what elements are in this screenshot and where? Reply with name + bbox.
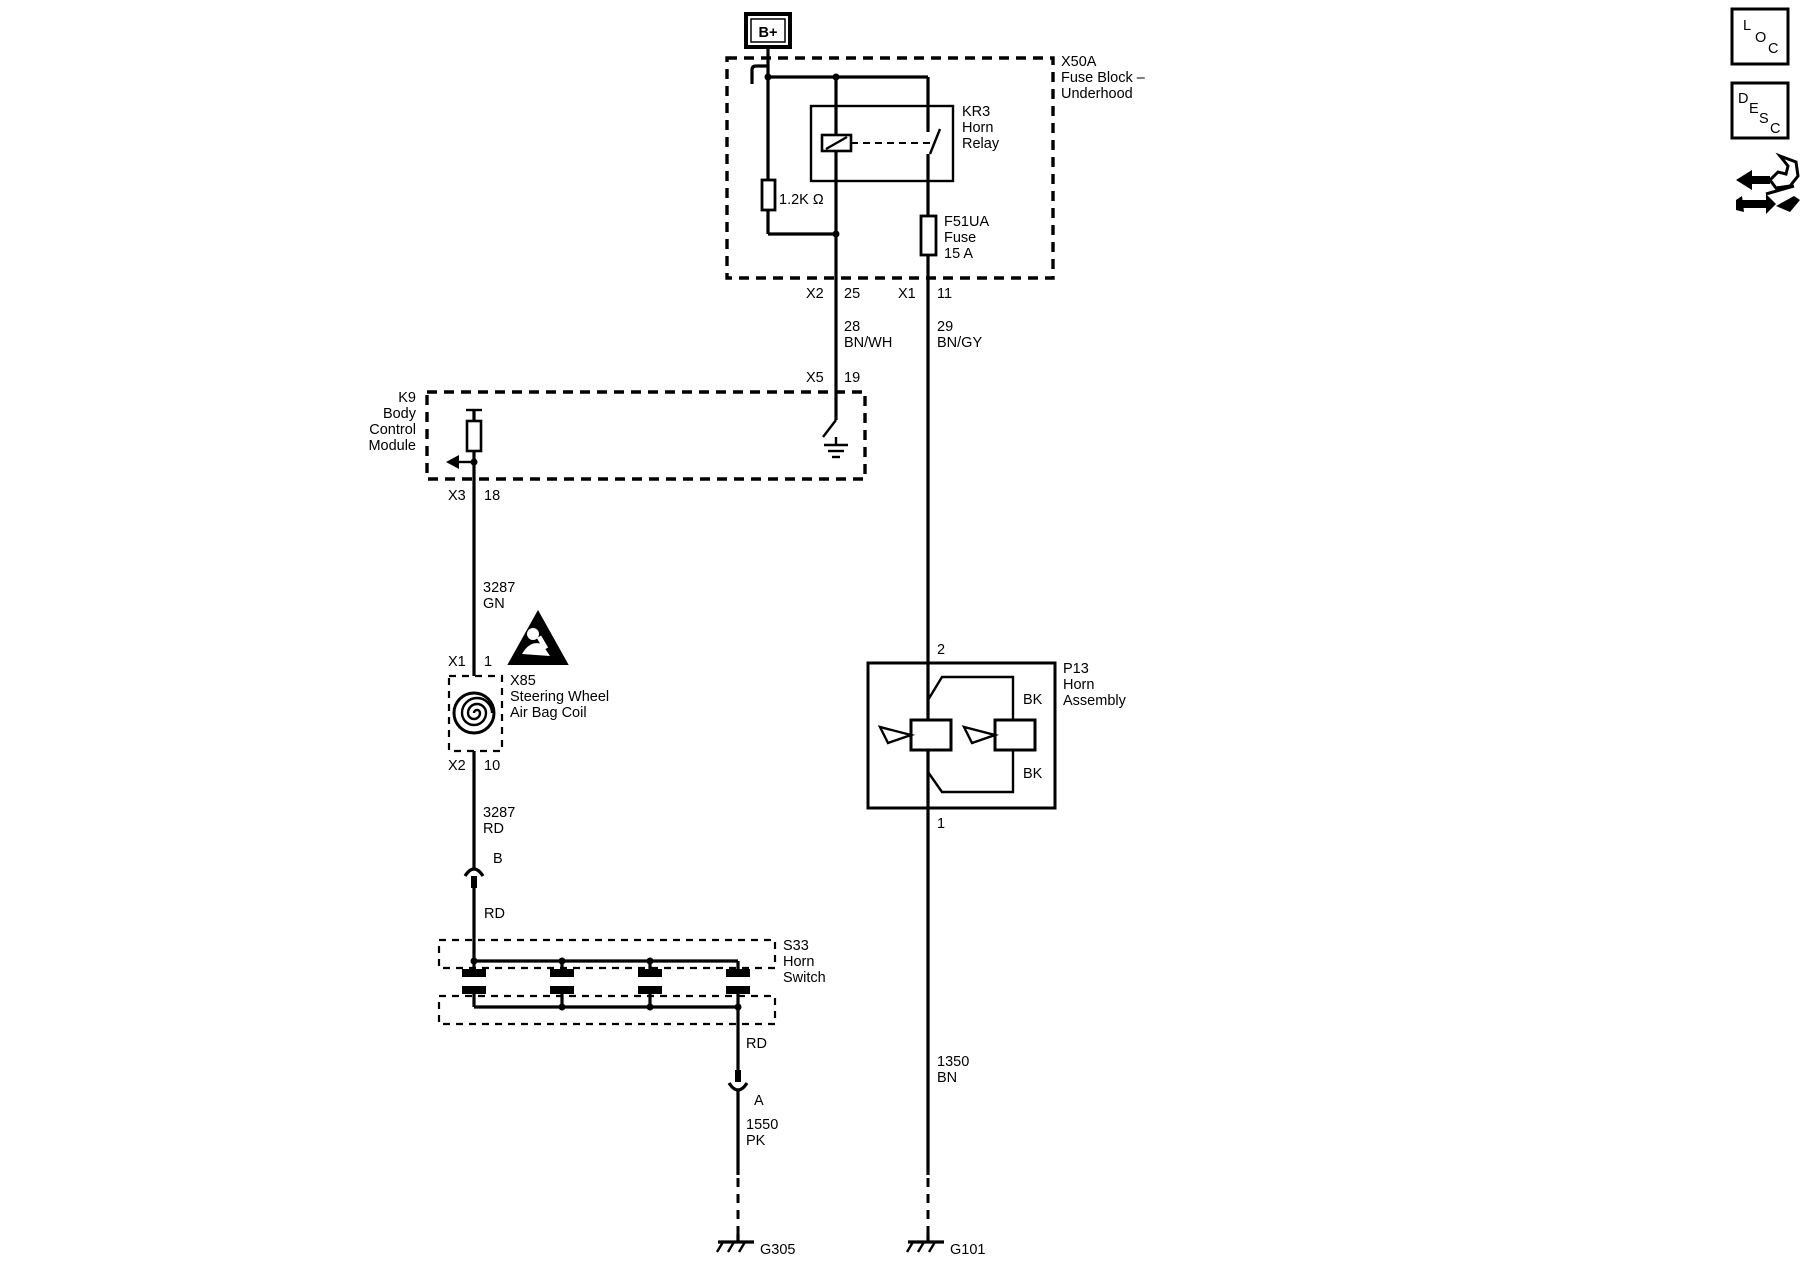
coil-x1-pin: 1 — [484, 654, 492, 670]
loc-letter-1: L — [1743, 18, 1751, 34]
x1-connector: X1 — [898, 286, 916, 302]
wire-1350-number: 1350 — [937, 1054, 969, 1070]
desc-letter-2: E — [1749, 101, 1759, 117]
horn-switch-name-2: Switch — [783, 970, 826, 986]
battery-positive-source: B+ — [744, 12, 792, 77]
wire-28-number: 28 — [844, 319, 860, 335]
fuse-block-id: X50A — [1061, 54, 1097, 70]
wire-3287-gn-number: 3287 — [483, 580, 515, 596]
wire-rd-label-1: RD — [484, 906, 505, 922]
wire-28-color: BN/WH — [844, 335, 892, 351]
airbag-coil-id: X85 — [510, 673, 536, 689]
horn-pin-bottom: 1 — [937, 816, 945, 832]
fuse-rating: 15 A — [944, 246, 973, 262]
wire-29-color: BN/GY — [937, 335, 982, 351]
wire-3287-rd: X2 10 3287 RD B RD — [448, 751, 515, 961]
wire-29-number: 29 — [937, 319, 953, 335]
fuse-id: F51UA — [944, 214, 989, 230]
coil-x2-pin: 10 — [484, 758, 500, 774]
x2-connector: X2 — [806, 286, 824, 302]
x3-pin: 18 — [484, 488, 500, 504]
body-control-module: K9 Body Control Module — [368, 390, 867, 481]
horn-pin-top: 2 — [937, 642, 945, 658]
wire-3287-gn: X3 18 3287 GN X1 1 — [448, 479, 515, 676]
fuse-block-name-1: Fuse Block – — [1061, 70, 1146, 86]
ground-g305: G305 — [715, 1234, 795, 1258]
bcm-name-1: Body — [383, 406, 417, 422]
connector-repair-icon-button[interactable] — [1736, 152, 1800, 214]
coil-x1-connector: X1 — [448, 654, 466, 670]
wire-29-bn-gy: X1 11 29 BN/GY — [898, 255, 982, 728]
horn-lead-bottom: BK — [1023, 766, 1043, 782]
desc-letter-4: C — [1770, 121, 1780, 137]
power-label: B+ — [759, 25, 778, 41]
x1-pin: 11 — [937, 286, 952, 302]
loc-letter-3: C — [1768, 41, 1778, 57]
desc-letter-3: S — [1759, 111, 1769, 127]
wire-1550-number: 1550 — [746, 1117, 778, 1133]
loc-letter-2: O — [1755, 30, 1766, 46]
bcm-id: K9 — [398, 390, 416, 406]
horn-assembly-name-1: Horn — [1063, 677, 1094, 693]
horn-switch-contact-2 — [550, 961, 574, 1007]
horn-assembly: P13 Horn Assembly 2 1 BK BK — [866, 642, 1127, 832]
wire-1550-color: PK — [746, 1133, 766, 1149]
wire-3287-rd-color: RD — [483, 821, 504, 837]
bcm-name-3: Module — [368, 438, 416, 454]
fuse-block-underhood: X50A Fuse Block – Underhood 1.2K Ω KR3 H… — [725, 54, 1146, 280]
airbag-coil-name-1: Steering Wheel — [510, 689, 609, 705]
coil-x2-connector: X2 — [448, 758, 466, 774]
horn-lead-top: BK — [1023, 692, 1043, 708]
horn-switch: S33 Horn Switch — [437, 938, 826, 1026]
relay-name-2: Relay — [962, 136, 1000, 152]
ground-g101: G101 — [905, 1234, 985, 1258]
airbag-warning-icon — [507, 609, 569, 665]
wire-rd-label-2: RD — [746, 1036, 767, 1052]
desc-letter-1: D — [1738, 91, 1748, 107]
horn-assembly-name-2: Assembly — [1063, 693, 1127, 709]
wire-28-bn-wh: X2 25 28 BN/WH X5 19 — [806, 234, 892, 420]
wire-1350-color: BN — [937, 1070, 957, 1086]
wire-3287-rd-number: 3287 — [483, 805, 515, 821]
inline-connector-a: A — [754, 1093, 764, 1109]
fuse-name: Fuse — [944, 230, 976, 246]
description-icon-button[interactable]: D E S C — [1730, 81, 1790, 140]
location-icon-button[interactable]: L O C — [1730, 7, 1790, 66]
x3-connector: X3 — [448, 488, 466, 504]
horn-switch-contact-1 — [462, 961, 486, 1007]
airbag-coil-name-2: Air Bag Coil — [510, 705, 587, 721]
wire-1550-pk: RD A 1550 PK — [727, 1007, 778, 1234]
bcm-name-2: Control — [369, 422, 416, 438]
x5-connector: X5 — [806, 370, 824, 386]
horn-switch-id: S33 — [783, 938, 809, 954]
ground-g101-label: G101 — [950, 1242, 985, 1258]
horn-switch-name-1: Horn — [783, 954, 814, 970]
ground-g305-label: G305 — [760, 1242, 795, 1258]
relay-id: KR3 — [962, 104, 990, 120]
horn-switch-contact-3 — [638, 961, 662, 1007]
wire-3287-gn-color: GN — [483, 596, 505, 612]
x5-pin: 19 — [844, 370, 860, 386]
fuse-block-name-2: Underhood — [1061, 86, 1133, 102]
resistor-value: 1.2K Ω — [779, 192, 824, 208]
wire-1350-bn: 1350 BN — [926, 808, 969, 1234]
inline-connector-b: B — [493, 851, 503, 867]
horn-switch-contact-4 — [726, 961, 750, 1007]
relay-name-1: Horn — [962, 120, 993, 136]
x2-pin: 25 — [844, 286, 860, 302]
horn-assembly-id: P13 — [1063, 661, 1089, 677]
steering-wheel-air-bag-coil: X85 Steering Wheel Air Bag Coil — [447, 673, 609, 753]
